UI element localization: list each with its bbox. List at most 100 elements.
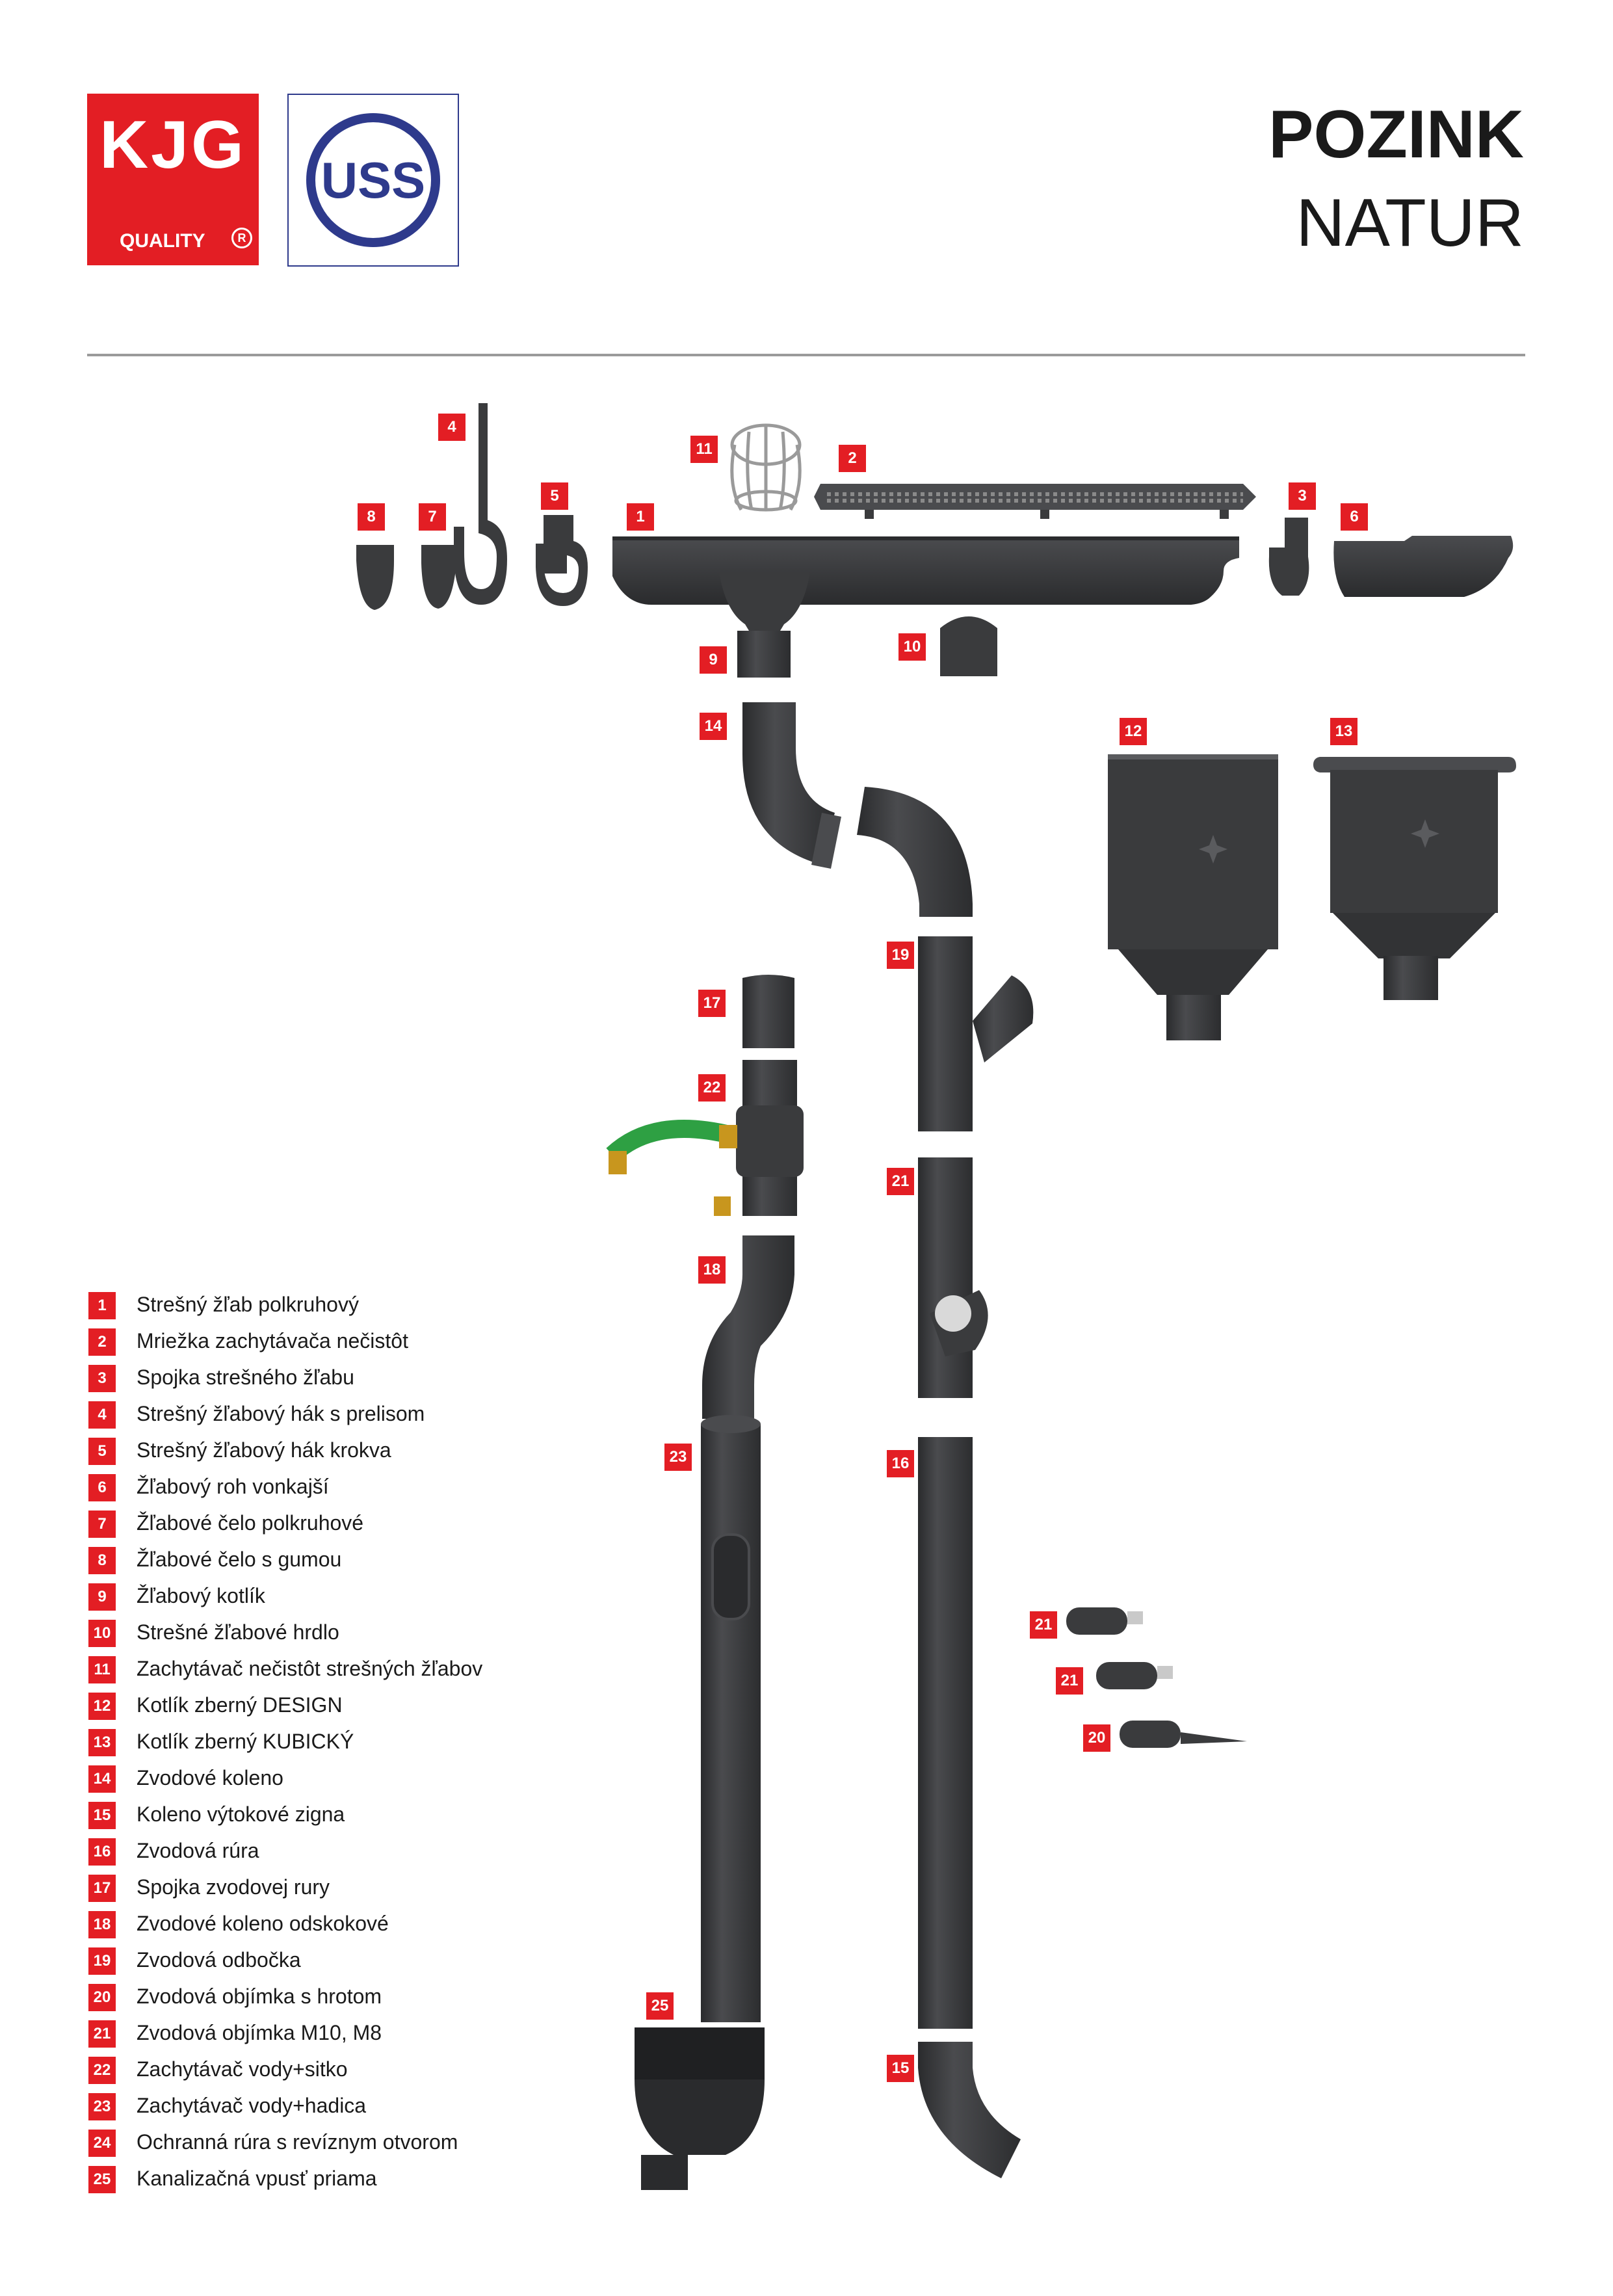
legend-label: Zvodová objímka s hrotom	[137, 1985, 382, 2008]
legend-label: Zachytávač vody+sitko	[137, 2057, 348, 2081]
callout-22: 21	[887, 1168, 914, 1195]
legend-number: 9	[88, 1583, 116, 1611]
callout-12: 12	[1120, 718, 1147, 745]
legend-label: Strešný žľab polkruhový	[137, 1293, 359, 1316]
pipe-clamp-m10	[1066, 1607, 1143, 1635]
collector-cubic	[1313, 757, 1516, 1000]
gutter-nozzle	[940, 616, 997, 676]
callout-21b: 21	[1056, 1667, 1083, 1695]
legend-number: 4	[88, 1401, 116, 1429]
downpipe-elbow-1-end	[811, 813, 841, 869]
legend-number: 5	[88, 1438, 116, 1465]
legend-number: 25	[88, 2166, 116, 2193]
gutter-mesh	[814, 484, 1256, 519]
legend-number: 8	[88, 1547, 116, 1574]
callout-14: 14	[700, 713, 727, 740]
legend-number: 6	[88, 1474, 116, 1501]
legend-number: 17	[88, 1875, 116, 1902]
legend-number: 7	[88, 1511, 116, 1538]
legend-number: 11	[88, 1656, 116, 1683]
callout-13: 13	[1330, 718, 1357, 745]
legend-label: Zvodová rúra	[137, 1839, 259, 1862]
downpipe-coupling	[742, 975, 794, 1048]
kjg-logo: KJG QUALITY R	[87, 94, 259, 265]
callout-23: 22	[698, 1074, 726, 1102]
page-title: POZINK	[1268, 97, 1524, 172]
callout-16: 16	[887, 1450, 914, 1477]
pipe-clamp-spike	[1120, 1721, 1247, 1748]
gutter-connector	[1268, 518, 1309, 596]
legend-number: 16	[88, 1838, 116, 1866]
leaf-guard	[730, 423, 802, 512]
rain-collector-hose	[606, 1060, 804, 1216]
rafter-hook	[536, 515, 588, 606]
callout-20: 20	[1083, 1724, 1110, 1752]
legend-number: 13	[88, 1729, 116, 1756]
legend-number: 2	[88, 1328, 116, 1356]
downpipe-elbow-1	[742, 702, 835, 865]
callout-18: 18	[698, 1256, 726, 1284]
downpipe	[918, 1437, 973, 2029]
uss-logo-text: USS	[321, 152, 425, 209]
callout-21a: 21	[1030, 1611, 1057, 1639]
legend-label: Spojka strešného žľabu	[137, 1366, 354, 1389]
callout-1: 1	[627, 503, 654, 531]
legend-label: Žľabové čelo s gumou	[137, 1548, 342, 1571]
legend-label: Zvodová odbočka	[137, 1948, 301, 1972]
legend-label: Kotlík zberný DESIGN	[137, 1693, 343, 1717]
outlet-elbow	[918, 2042, 1021, 2178]
external-corner	[1333, 536, 1514, 597]
callout-3: 3	[1289, 482, 1316, 510]
callout-2: 2	[839, 445, 866, 472]
pipe-clamp-m8	[1096, 1662, 1173, 1689]
legend-label: Zvodové koleno odskokové	[137, 1912, 389, 1935]
rain-collector-sieve	[918, 1157, 988, 1398]
legend-label: Koleno výtokové zigna	[137, 1802, 345, 1826]
end-cap-half-round	[421, 545, 456, 609]
legend-number: 20	[88, 1984, 116, 2011]
legend-label: Kotlík zberný KUBICKÝ	[137, 1730, 354, 1753]
legend-label: Zachytávač vody+hadica	[137, 2094, 367, 2117]
legend-number: 23	[88, 2093, 116, 2120]
end-cap-rubber	[356, 545, 394, 610]
gutter-outlet	[719, 572, 810, 631]
kjg-logo-text: KJG	[99, 107, 246, 183]
collector-design	[1108, 754, 1278, 1040]
callout-6: 6	[1341, 503, 1368, 531]
gutter-outlet-neck	[737, 631, 791, 678]
legend-number: 10	[88, 1620, 116, 1647]
offset-elbow	[702, 1235, 794, 1419]
protection-pipe	[701, 1415, 761, 2022]
legend-number: 22	[88, 2057, 116, 2084]
callout-4: 4	[438, 414, 466, 441]
legend-label: Mriežka zachytávača nečistôt	[137, 1329, 408, 1353]
registered-icon: R	[231, 228, 252, 248]
callout-24: 23	[664, 1444, 692, 1471]
legend-label: Kanalizačná vpusť priama	[137, 2167, 377, 2190]
callout-15: 15	[887, 2055, 914, 2082]
legend-label: Ochranná rúra s revíznym otvorom	[137, 2130, 458, 2154]
legend-label: Žľabový kotlík	[137, 1584, 265, 1607]
callout-5: 5	[541, 482, 568, 510]
sewer-drain	[635, 2027, 765, 2190]
legend-label: Spojka zvodovej rury	[137, 1875, 330, 1899]
legend-label: Zvodová objímka M10, M8	[137, 2021, 382, 2044]
legend-label: Zachytávač nečistôt strešných žľabov	[137, 1657, 483, 1680]
page-subtitle: NATUR	[1296, 185, 1525, 261]
callout-25: 25	[646, 1992, 674, 2020]
legend-number: 15	[88, 1802, 116, 1829]
gutter-hook	[454, 403, 507, 605]
uss-logo-mark: USS	[306, 113, 440, 247]
callout-10: 10	[898, 633, 926, 661]
legend-number: 3	[88, 1365, 116, 1392]
legend-number: 1	[88, 1292, 116, 1319]
legend-label: Zvodové koleno	[137, 1766, 283, 1789]
callout-11: 11	[690, 436, 718, 463]
legend-number: 18	[88, 1911, 116, 1938]
downpipe-branch	[918, 936, 1034, 1131]
kjg-logo-quality: QUALITY	[120, 230, 205, 252]
legend-number: 24	[88, 2130, 116, 2157]
callout-19: 19	[887, 942, 914, 969]
legend-number: 12	[88, 1693, 116, 1720]
